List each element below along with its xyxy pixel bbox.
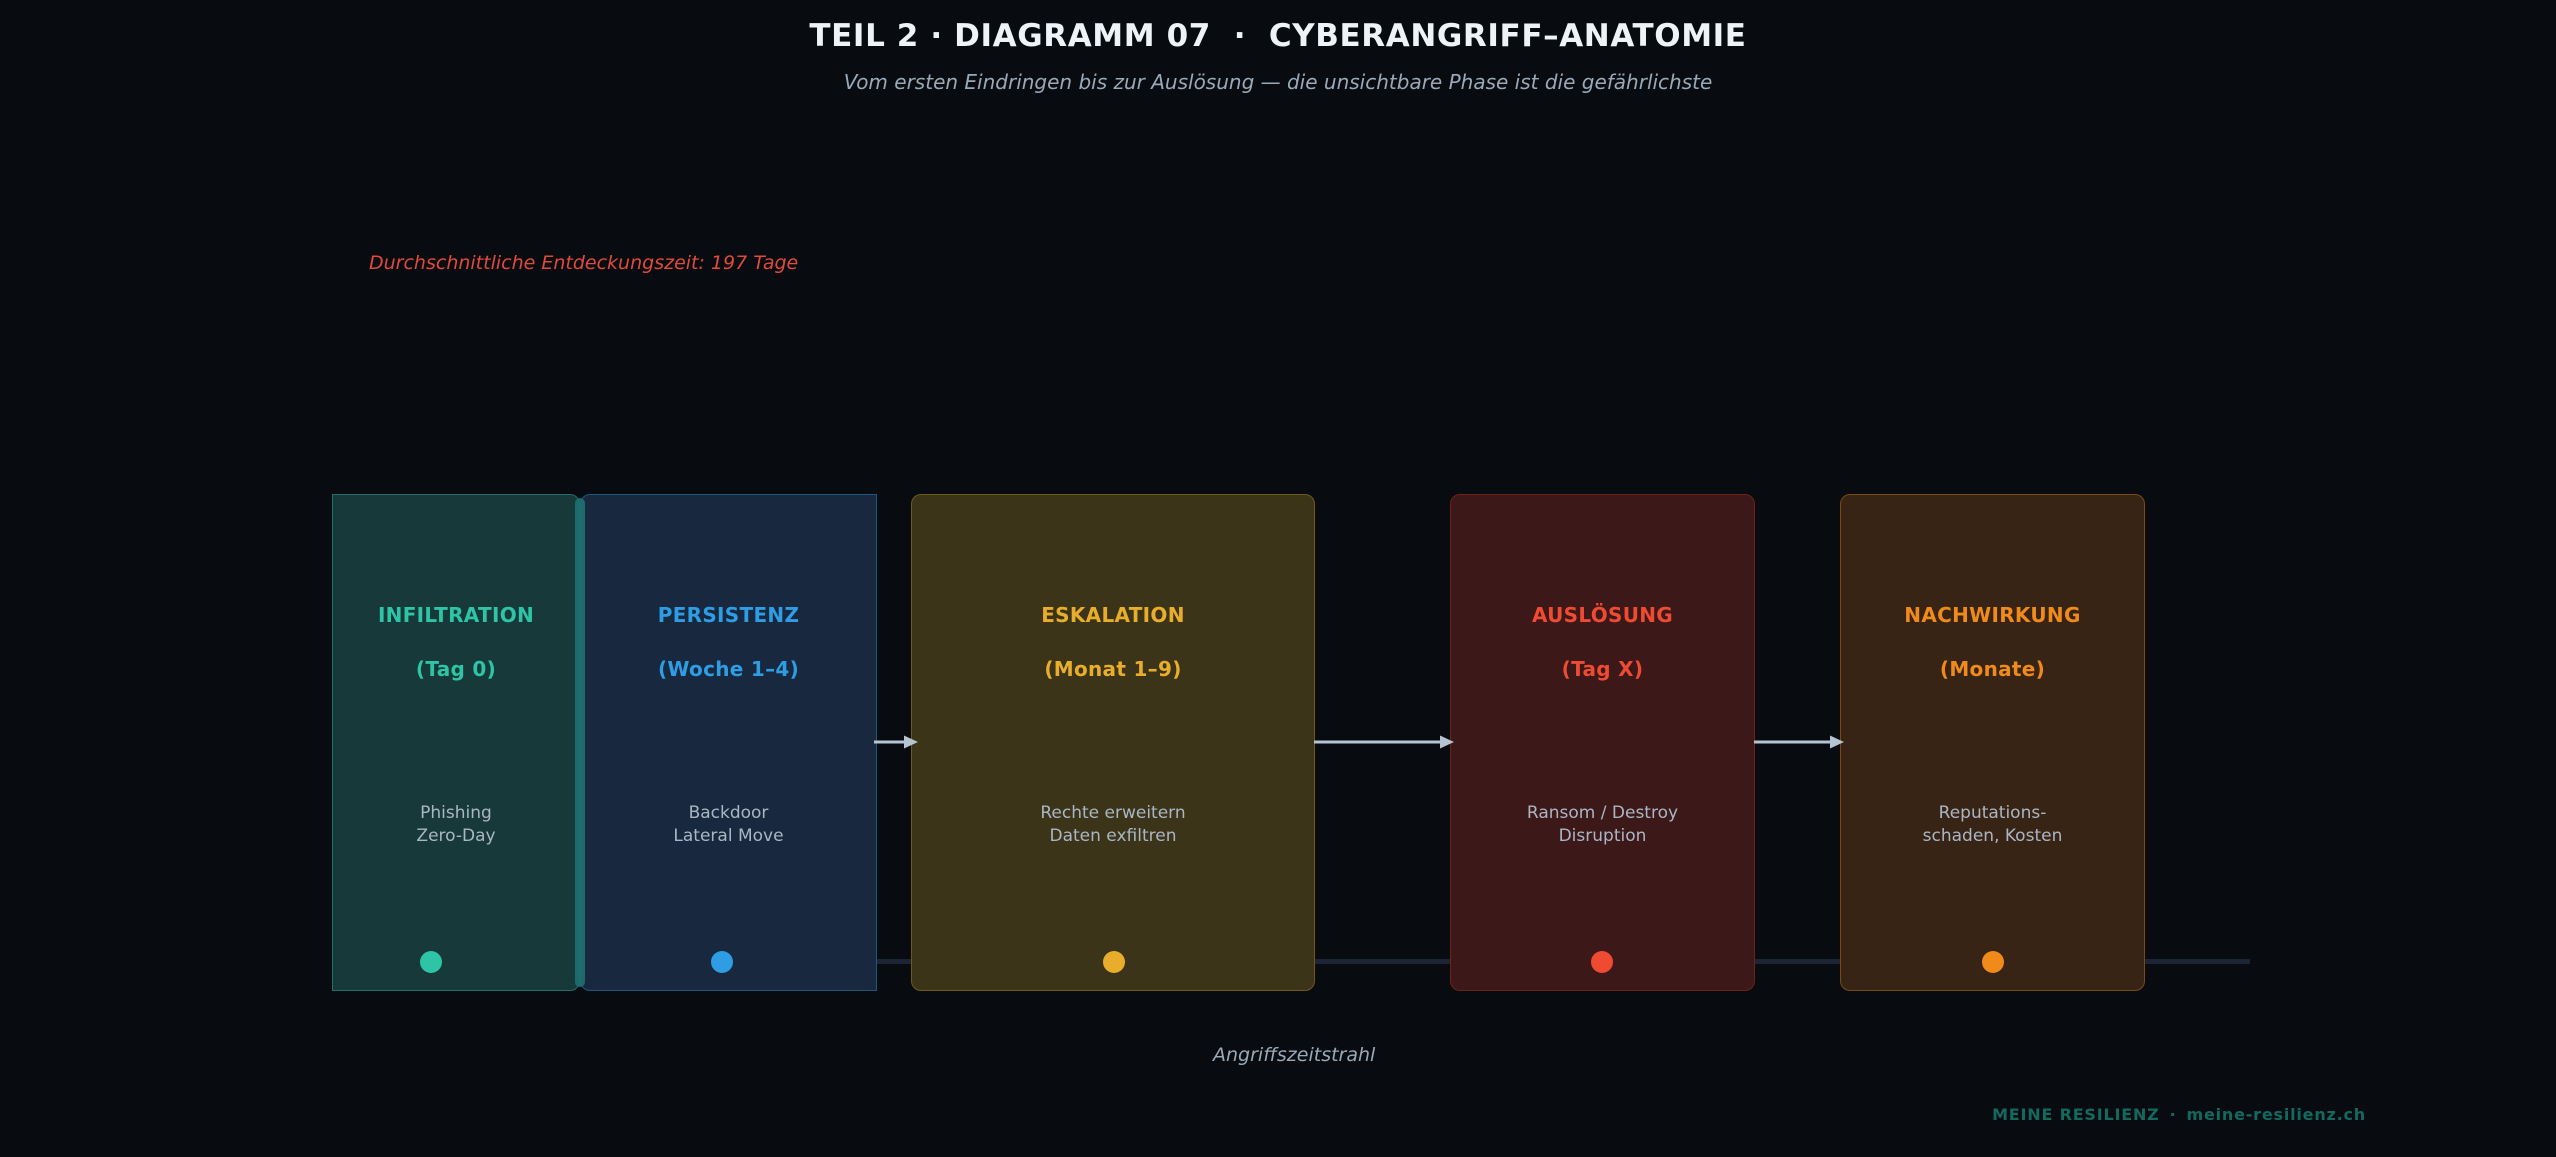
phase-period: (Monat 1–9) bbox=[1044, 657, 1182, 681]
phase-box-ausloesung[interactable]: AUSLÖSUNG (Tag X) Ransom / Destroy Disru… bbox=[1450, 494, 1755, 991]
phase-name: NACHWIRKUNG bbox=[1904, 603, 2081, 627]
phase-box-infiltration[interactable]: INFILTRATION (Tag 0) Phishing Zero-Day bbox=[332, 494, 580, 991]
footer-brand-name: MEINE RESILIENZ bbox=[1992, 1105, 2160, 1124]
phase-period: (Tag 0) bbox=[415, 657, 497, 681]
phase-name: AUSLÖSUNG bbox=[1531, 603, 1674, 627]
phase-detail-eskalation: Rechte erweitern Daten exfiltren bbox=[1040, 803, 1186, 846]
phase-detail-ausloesung: Ransom / Destroy Disruption bbox=[1526, 803, 1679, 846]
timeline-caption: Angriffszeitstrahl bbox=[1213, 1044, 1376, 1066]
footer-domain: meine-resilienz.ch bbox=[2186, 1105, 2366, 1124]
phase-name: ESKALATION bbox=[1041, 603, 1185, 627]
phase-title-persistenz: PERSISTENZ (Woche 1–4) bbox=[581, 575, 876, 683]
timeline-dot-ausloesung[interactable] bbox=[1591, 951, 1613, 973]
detection-time-annotation: Durchschnittliche Entdeckungszeit: 197 T… bbox=[369, 252, 799, 274]
phase-period: (Tag X) bbox=[1561, 657, 1644, 681]
phase-seam-divider bbox=[575, 498, 585, 987]
phase-name: INFILTRATION bbox=[377, 603, 535, 627]
flow-arrow-2 bbox=[1314, 735, 1454, 749]
timeline-dot-eskalation[interactable] bbox=[1103, 951, 1125, 973]
phase-title-nachwirkung: NACHWIRKUNG (Monate) bbox=[1841, 575, 2144, 683]
phase-box-eskalation[interactable]: ESKALATION (Monat 1–9) Rechte erweitern … bbox=[911, 494, 1315, 991]
phase-title-eskalation: ESKALATION (Monat 1–9) bbox=[912, 575, 1314, 683]
phase-box-persistenz[interactable]: PERSISTENZ (Woche 1–4) Backdoor Lateral … bbox=[580, 494, 877, 991]
phase-period: (Woche 1–4) bbox=[657, 657, 800, 681]
timeline-dot-persistenz[interactable] bbox=[711, 951, 733, 973]
page-subtitle: Vom ersten Eindringen bis zur Auslösung … bbox=[843, 70, 1713, 94]
timeline-dot-infiltration[interactable] bbox=[420, 951, 442, 973]
page-title: TEIL 2 · DIAGRAMM 07 · CYBERANGRIFF–ANAT… bbox=[809, 18, 1747, 54]
phase-detail-infiltration: Phishing Zero-Day bbox=[416, 803, 496, 846]
footer-brand: MEINE RESILIENZ · meine-resilienz.ch bbox=[1992, 1105, 2366, 1124]
phase-title-infiltration: INFILTRATION (Tag 0) bbox=[333, 575, 579, 683]
phase-detail-persistenz: Backdoor Lateral Move bbox=[673, 803, 784, 846]
flow-arrow-3 bbox=[1754, 735, 1844, 749]
header: TEIL 2 · DIAGRAMM 07 · CYBERANGRIFF–ANAT… bbox=[0, 0, 2556, 94]
phase-period: (Monate) bbox=[1939, 657, 2046, 681]
phase-title-ausloesung: AUSLÖSUNG (Tag X) bbox=[1451, 575, 1754, 683]
footer-separator: · bbox=[2169, 1105, 2177, 1124]
phase-detail-nachwirkung: Reputations- schaden, Kosten bbox=[1922, 803, 2063, 846]
phase-box-nachwirkung[interactable]: NACHWIRKUNG (Monate) Reputations- schade… bbox=[1840, 494, 2145, 991]
phase-name: PERSISTENZ bbox=[657, 603, 800, 627]
flow-arrow-1 bbox=[874, 735, 918, 749]
timeline-dot-nachwirkung[interactable] bbox=[1982, 951, 2004, 973]
